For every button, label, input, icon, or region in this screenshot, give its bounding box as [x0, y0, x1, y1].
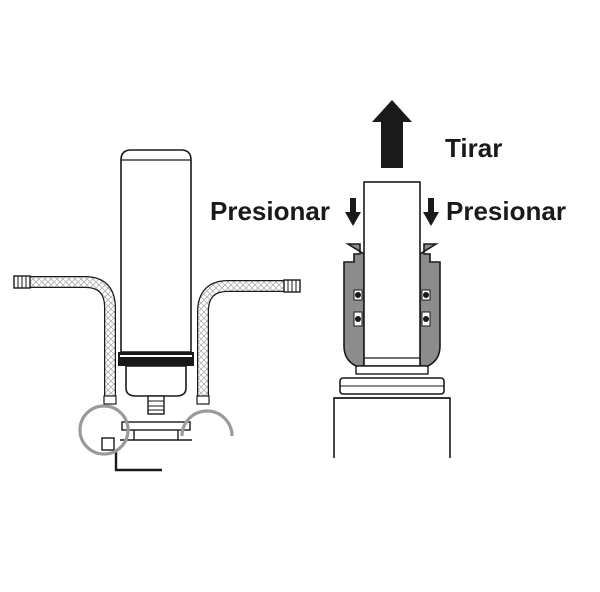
filter-head: [125, 365, 187, 397]
press-label-left: Presionar: [210, 196, 330, 226]
arrow-down-icon: [423, 198, 439, 226]
valve: [101, 437, 115, 451]
press-label-right: Presionar: [446, 196, 566, 226]
highlight-circle-left: [78, 404, 130, 456]
mount-bracket: [114, 450, 162, 472]
connector-detail: [333, 100, 451, 458]
filter-outlet: [147, 395, 165, 415]
filter-cartridge: [120, 149, 192, 353]
filter-body-detail: [333, 397, 451, 458]
left-hose: [30, 276, 116, 398]
arrow-down-icon: [345, 198, 361, 226]
filter-band: [118, 352, 194, 366]
fitting-housing-left: [343, 243, 365, 367]
arrow-up-icon: [372, 100, 412, 168]
pull-label: Tirar: [445, 133, 503, 163]
fitting-housing-right: [419, 243, 441, 367]
highlight-circle-right: [180, 409, 234, 437]
connector-plate: [121, 421, 191, 431]
tube: [363, 181, 421, 367]
filter-assembly: [13, 149, 301, 472]
right-hose: [197, 280, 285, 398]
